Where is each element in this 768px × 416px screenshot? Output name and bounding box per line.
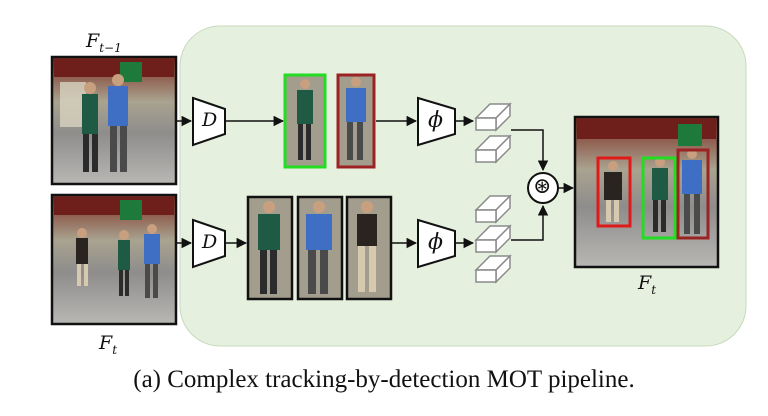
- detector-bottom: [192, 218, 226, 269]
- embedder-bottom-label: ϕ: [428, 230, 443, 255]
- embedder-top-label: ϕ: [428, 108, 443, 133]
- output-frame-image: [573, 115, 720, 269]
- crop-prev-darkred: [336, 73, 376, 169]
- detector-bottom-label: D: [202, 231, 218, 253]
- features-bottom: [474, 194, 512, 284]
- figure-caption: (a) Complex tracking-by-detection MOT pi…: [133, 366, 635, 393]
- output-box-green: [641, 156, 677, 240]
- arrow-features-top-to-combine: [511, 129, 549, 172]
- embedder-top: [417, 96, 456, 147]
- crop-prev-green: [283, 73, 327, 169]
- crop-cur-1: [246, 195, 294, 301]
- combine-label: ⊛: [533, 174, 552, 199]
- arrow-features-bottom-to-combine: [511, 204, 549, 241]
- frame-prev-label: Ft−1: [86, 30, 122, 55]
- crop-cur-2: [296, 195, 344, 301]
- detector-top: [192, 96, 226, 147]
- output-box-red: [596, 156, 632, 228]
- frame-current-label: Ft: [99, 332, 118, 357]
- output-box-darkred: [676, 148, 710, 240]
- features-top: [474, 102, 512, 164]
- frame-prev-image: [50, 55, 178, 186]
- output-frame-label: Ft: [638, 272, 657, 297]
- frame-current-image: [50, 193, 178, 326]
- embedder-bottom: [417, 218, 456, 269]
- detector-top-label: D: [202, 109, 218, 131]
- crop-cur-3: [345, 195, 393, 301]
